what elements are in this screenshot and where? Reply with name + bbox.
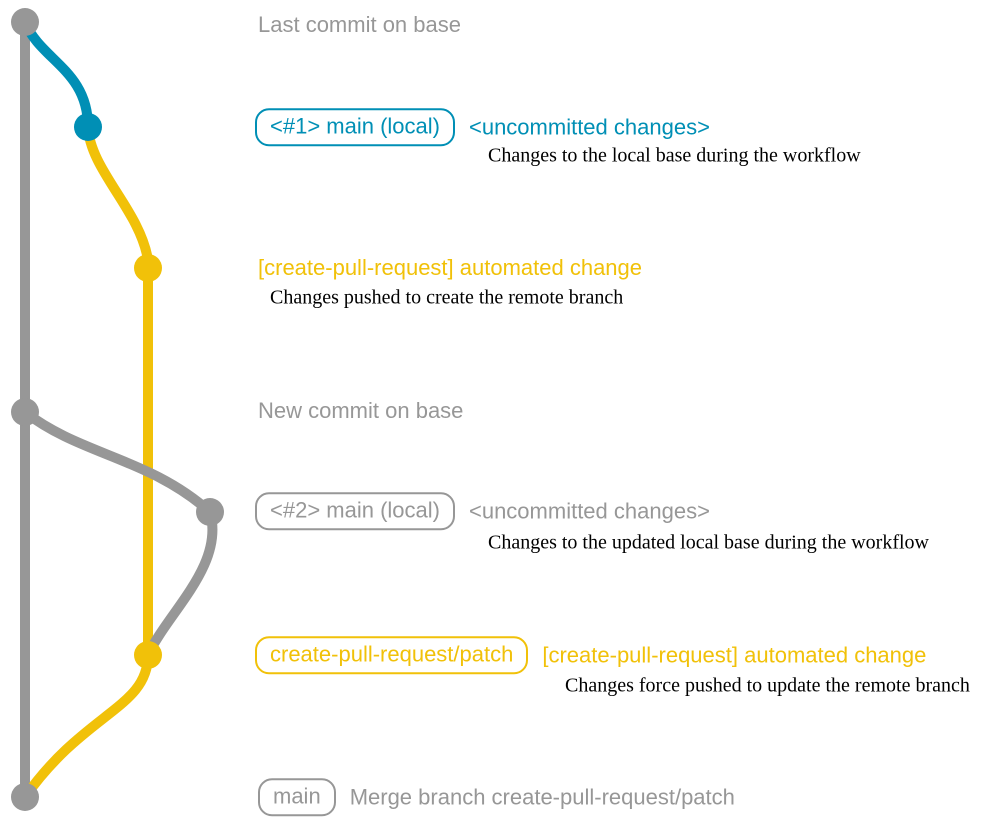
branch-badge-create-pull-request-patch: create-pull-request/patch — [255, 636, 529, 674]
remote-branch-line — [83, 122, 153, 660]
annotation-updated-local-base-changes: Changes to the updated local base during… — [488, 531, 929, 554]
commit-message-automated-change-1: [create-pull-request] automated change — [258, 254, 643, 280]
commit-message-uncommitted-1: <uncommitted changes> — [468, 113, 710, 139]
annotation-pushed-create-remote: Changes pushed to create the remote bran… — [270, 286, 624, 309]
commit-dot-main-local-2 — [196, 498, 224, 526]
annotation-local-base-changes: Changes to the local base during the wor… — [488, 144, 861, 167]
commit-dot-new-base — [11, 398, 39, 426]
row-merge: main Merge branch create-pull-request/pa… — [258, 778, 735, 816]
branch-badge-main: main — [258, 778, 336, 816]
merge-branch-curve — [20, 650, 153, 802]
local-main-branch-curve — [20, 17, 93, 132]
annotation-force-pushed-update-remote: Changes force pushed to update the remot… — [565, 674, 970, 697]
commit-message-merge: Merge branch create-pull-request/patch — [349, 783, 735, 809]
updated-local-main-out-curve — [20, 407, 215, 517]
commit-dot-last-base — [11, 8, 39, 36]
commit-message-uncommitted-2: <uncommitted changes> — [468, 497, 710, 523]
branch-badge-main-local-2: <#2> main (local) — [255, 492, 455, 530]
commit-dot-main-local-1 — [74, 113, 102, 141]
commit-dot-automated-change-2 — [134, 641, 162, 669]
commit-message-automated-change-2: [create-pull-request] automated change — [542, 641, 927, 667]
commit-dot-automated-change-1 — [134, 254, 162, 282]
row-main-local-1: <#1> main (local) <uncommitted changes> — [255, 108, 710, 146]
branch-badge-main-local-1: <#1> main (local) — [255, 108, 455, 146]
row-patch-branch: create-pull-request/patch [create-pull-r… — [255, 636, 926, 674]
row-main-local-2: <#2> main (local) <uncommitted changes> — [255, 492, 710, 530]
commit-message-new-base: New commit on base — [258, 397, 464, 423]
updated-local-main-in-curve — [143, 507, 218, 660]
commit-message-last-base: Last commit on base — [258, 11, 461, 37]
commit-dot-merge — [11, 783, 39, 811]
